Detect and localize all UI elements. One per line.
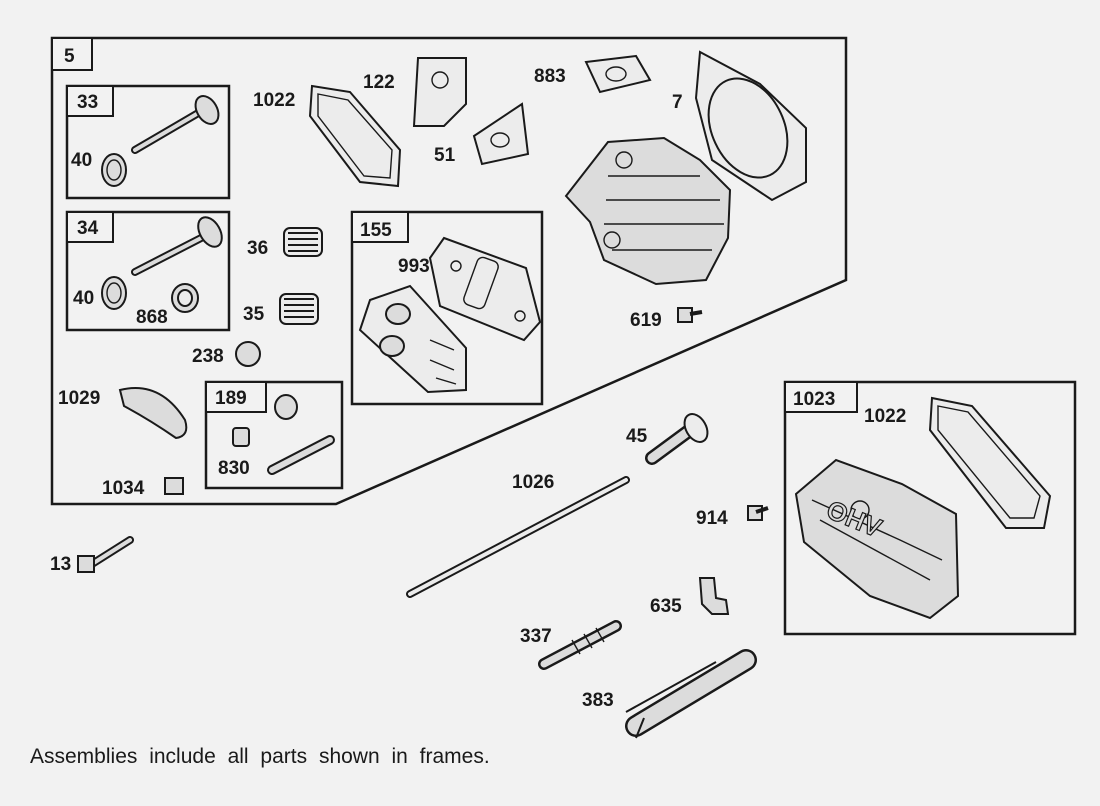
frame-189-outline (204, 380, 344, 490)
push-rod-guide-icon (645, 413, 709, 465)
valve-retainer-icon (101, 276, 127, 310)
part-36-label: 36 (247, 238, 268, 259)
frame-189-tag (205, 381, 267, 413)
frame-34-tag (66, 211, 114, 243)
valve-retainer-icon (101, 153, 127, 187)
part-1029-label: 1029 (58, 388, 100, 409)
part-635-label: 635 (650, 596, 682, 617)
frame-33-outline (65, 84, 231, 200)
part-830-label: 830 (218, 458, 250, 479)
breather-elbow-icon (698, 577, 730, 615)
part-883-label: 883 (534, 66, 566, 87)
part-238-label: 238 (192, 346, 224, 367)
valve-spring-icon (283, 227, 323, 257)
valve-seal-icon (171, 283, 199, 313)
rocker-arm-icon (118, 387, 188, 440)
head-gasket-icon (694, 50, 807, 202)
valve-cover-gasket-icon (308, 84, 402, 188)
intake-gasket-icon (358, 284, 467, 394)
gasket-883-icon (584, 54, 652, 94)
part-45-label: 45 (626, 426, 648, 447)
breather-fitting-icon (232, 394, 335, 475)
part-868-label: 868 (136, 307, 168, 328)
part-619-label: 619 (630, 310, 662, 331)
part-1022-label: 1022 (253, 90, 295, 111)
clip-icon (164, 477, 184, 495)
valve-spring-icon (279, 293, 319, 325)
frame-5-tag (51, 37, 93, 71)
bolt-icon (677, 307, 703, 323)
bolt-icon (77, 536, 134, 573)
part-914-label: 914 (696, 508, 728, 529)
part-1022-label: 1022 (864, 406, 906, 427)
part-1026-label: 1026 (512, 472, 554, 493)
part-13-label: 13 (50, 554, 71, 575)
frame-33-label: 33 (77, 92, 98, 113)
frame-1023-label: 1023 (793, 389, 835, 410)
part-7-label: 7 (672, 92, 683, 113)
frame-155-label: 155 (360, 220, 392, 241)
frame-1023-tag (784, 381, 858, 413)
frame-33-tag (66, 85, 114, 117)
cylinder-head-icon (564, 136, 732, 286)
part-122-label: 122 (363, 72, 395, 93)
part-35-label: 35 (243, 304, 265, 325)
push-rod-icon (406, 476, 630, 598)
part-40-label: 40 (73, 288, 94, 309)
part-40-label: 40 (71, 150, 92, 171)
frame-155-tag (351, 211, 409, 243)
intake-valve-icon (131, 216, 223, 276)
frame-5-outline (50, 36, 848, 506)
frame-1023-outline (783, 380, 1077, 636)
spark-plug-icon (538, 620, 622, 670)
spark-plug-wrench-icon (625, 649, 757, 739)
frame-5-label: 5 (64, 46, 75, 67)
part-1034-label: 1034 (102, 478, 145, 499)
frame-189-label: 189 (215, 388, 247, 409)
gasket-51-icon (472, 102, 530, 166)
frame-155-outline (350, 210, 544, 406)
gasket-122-icon (412, 57, 467, 127)
part-51-label: 51 (434, 145, 456, 166)
footnote: Assemblies include all parts shown in fr… (30, 745, 490, 768)
plug-icon (235, 341, 261, 367)
bolt-icon (747, 505, 769, 521)
frame-34-label: 34 (77, 218, 99, 239)
part-383-label: 383 (582, 690, 614, 711)
valve-cover-icon (794, 458, 960, 620)
exhaust-valve-icon (131, 95, 220, 154)
part-993-label: 993 (398, 256, 430, 277)
part-337-label: 337 (520, 626, 552, 647)
frame-34-outline (65, 210, 231, 332)
valve-cover-gasket-icon (928, 396, 1052, 529)
gasket-993-icon (428, 236, 542, 342)
